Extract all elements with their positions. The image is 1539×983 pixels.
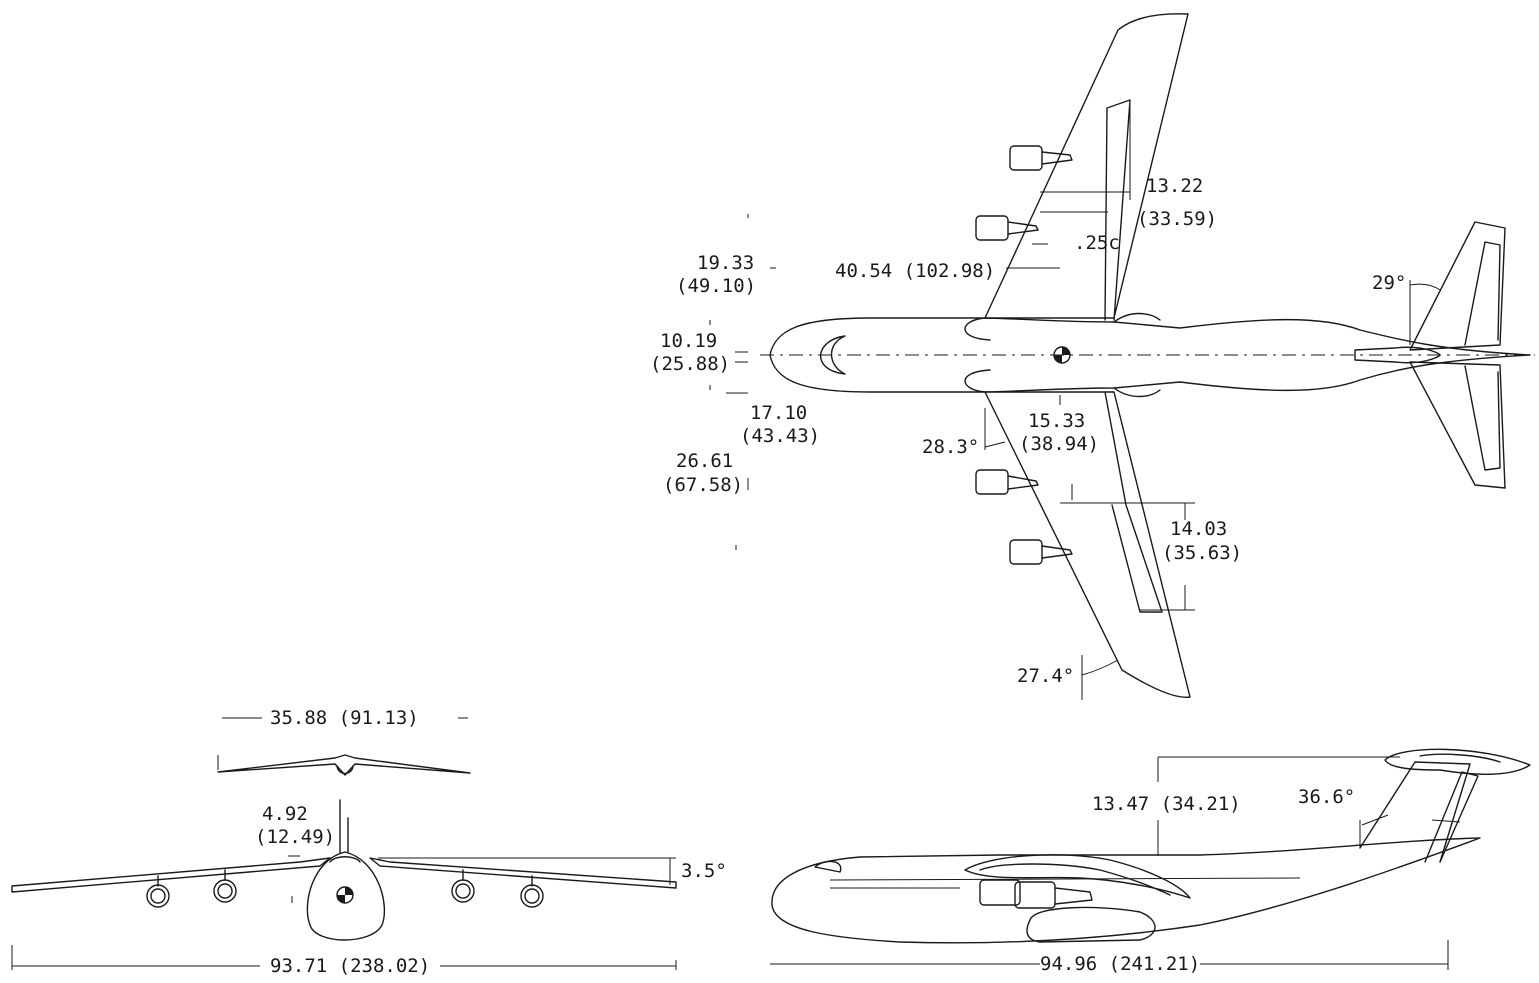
label-height: 13.47 (34.21) [1092,793,1241,815]
label-length-40-54: 40.54 (102.98) [835,260,996,282]
label-span-26-61: 26.61 [676,450,734,472]
label-wing-span: 93.71 (238.02) [270,955,431,977]
label-span-49-10: (49.10) [676,275,757,297]
label-span-17-10: 17.10 [750,402,808,424]
label-quarter-chord: .25c [1074,232,1120,254]
lower-wing [984,391,1191,698]
label-fin-12-49: (12.49) [255,826,336,848]
engine-upper-outboard [1009,145,1073,171]
front-engine-1 [146,875,170,908]
engine-lower-outboard [1009,539,1073,565]
label-chord-14-03: 14.03 [1170,518,1228,540]
upper-wing [984,13,1189,319]
label-dihedral: 3.5° [681,860,727,882]
label-fin-4-92: 4.92 [262,803,308,825]
label-span-43-43: (43.43) [740,425,821,447]
front-engine-3 [451,869,475,903]
front-fuselage [306,851,386,941]
side-fuselage [771,837,1481,944]
side-fin [1359,761,1471,863]
label-span-25-88: (25.88) [650,353,731,375]
side-view [770,748,1531,970]
label-chord-13-22: 13.22 [1146,175,1204,197]
label-tail-span: 35.88 (91.13) [270,707,419,729]
label-span-10-19: 10.19 [660,330,718,352]
side-tee-tail [1384,748,1531,775]
label-sweep-27-4: 27.4° [1017,665,1075,687]
label-chord-33-59: (33.59) [1137,208,1218,230]
plan-view [709,13,1535,700]
lower-flap [1104,391,1163,613]
label-sweep-28-3: 28.3° [922,436,980,458]
label-span-19-33: 19.33 [697,252,755,274]
front-wing-left [11,857,331,893]
horizontal-tail-upper [1409,221,1506,351]
front-engine-4 [520,875,544,908]
front-engine-2 [213,869,237,903]
label-length: 94.96 (241.21) [1040,953,1201,975]
label-chord-38-94: (38.94) [1019,433,1100,455]
upper-flap [1104,99,1131,321]
fuselage-plan [769,317,1531,393]
front-view [11,717,677,970]
label-chord-35-63: (35.63) [1162,542,1243,564]
horizontal-tail-lower [1409,361,1506,489]
front-tail [217,754,471,776]
engine-upper-inboard [975,215,1039,241]
front-wing-right [369,857,677,889]
label-fin-sweep: 36.6° [1298,786,1356,808]
engine-lower-inboard [975,469,1039,495]
label-tail-sweep-29: 29° [1372,272,1407,294]
label-chord-15-33: 15.33 [1028,410,1086,432]
label-span-67-58: (67.58) [663,474,744,496]
